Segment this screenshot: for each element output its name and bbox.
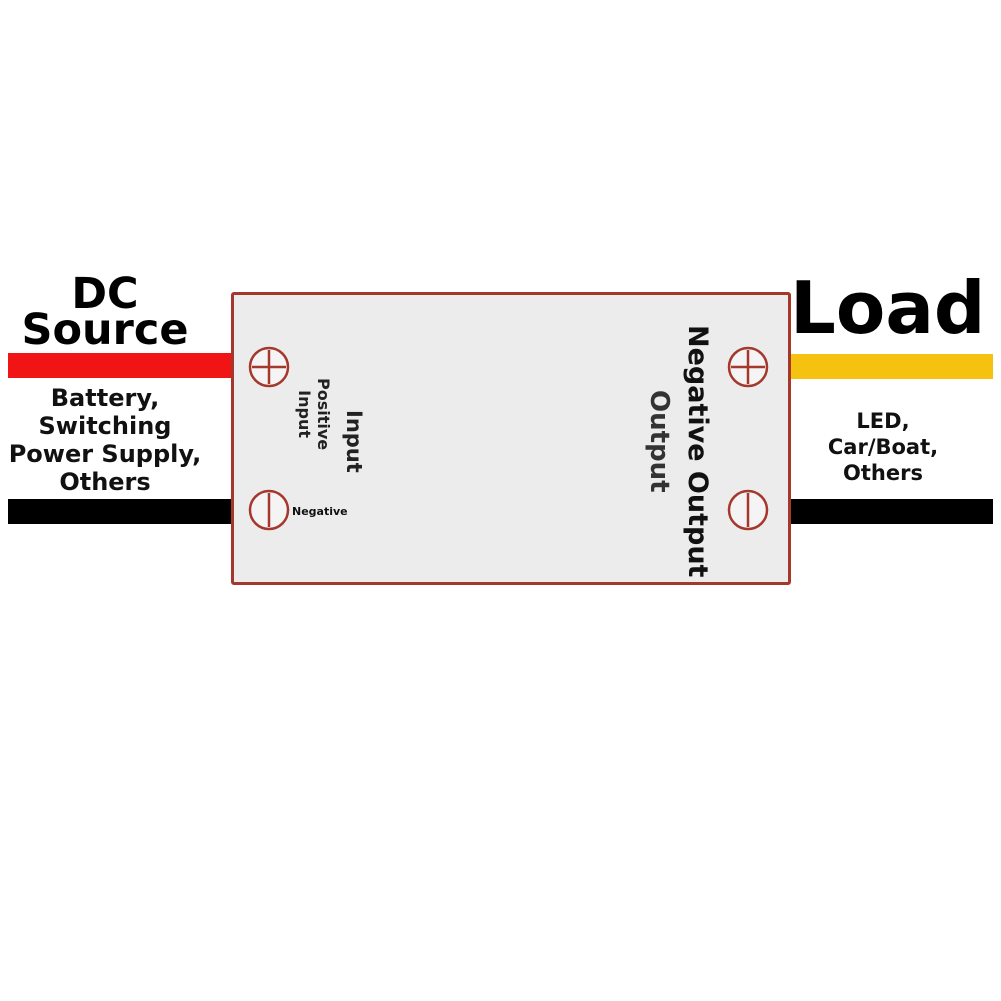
positive-input-label: Positive Input (295, 378, 333, 450)
negative-output-label: Negative Output (682, 325, 713, 578)
source-example: Others (59, 468, 151, 496)
source-example: Power Supply, (8, 440, 202, 468)
load-example: LED, (856, 409, 910, 433)
source-example: Battery, (50, 384, 160, 412)
negative-input-wire (8, 499, 232, 524)
source-examples: Battery, Switching Power Supply, Others (4, 384, 206, 496)
source-example: Switching (38, 412, 172, 440)
output-label: Output (644, 390, 674, 493)
dc-title-line1: DC (71, 269, 139, 319)
positive-output-wire (789, 354, 993, 379)
load-example: Others (843, 461, 923, 485)
positive-label-line1: Positive (314, 378, 333, 451)
converter-module (231, 292, 791, 585)
load-title: Load (790, 266, 986, 350)
positive-label-line2: Input (295, 390, 314, 438)
negative-label: Negative (292, 505, 348, 518)
dc-title-line2: Source (21, 305, 189, 355)
phillips-screw-icon (248, 346, 290, 388)
slotted-screw-icon (248, 489, 290, 531)
negative-output-wire (789, 499, 993, 524)
input-label: Input (342, 410, 366, 473)
load-example: Car/Boat, (827, 435, 939, 459)
phillips-screw-icon (727, 346, 769, 388)
slotted-screw-icon (727, 489, 769, 531)
dc-source-title: DC Source (10, 269, 200, 355)
positive-input-wire (8, 353, 232, 378)
load-examples: LED, Car/Boat, Others (805, 408, 961, 486)
